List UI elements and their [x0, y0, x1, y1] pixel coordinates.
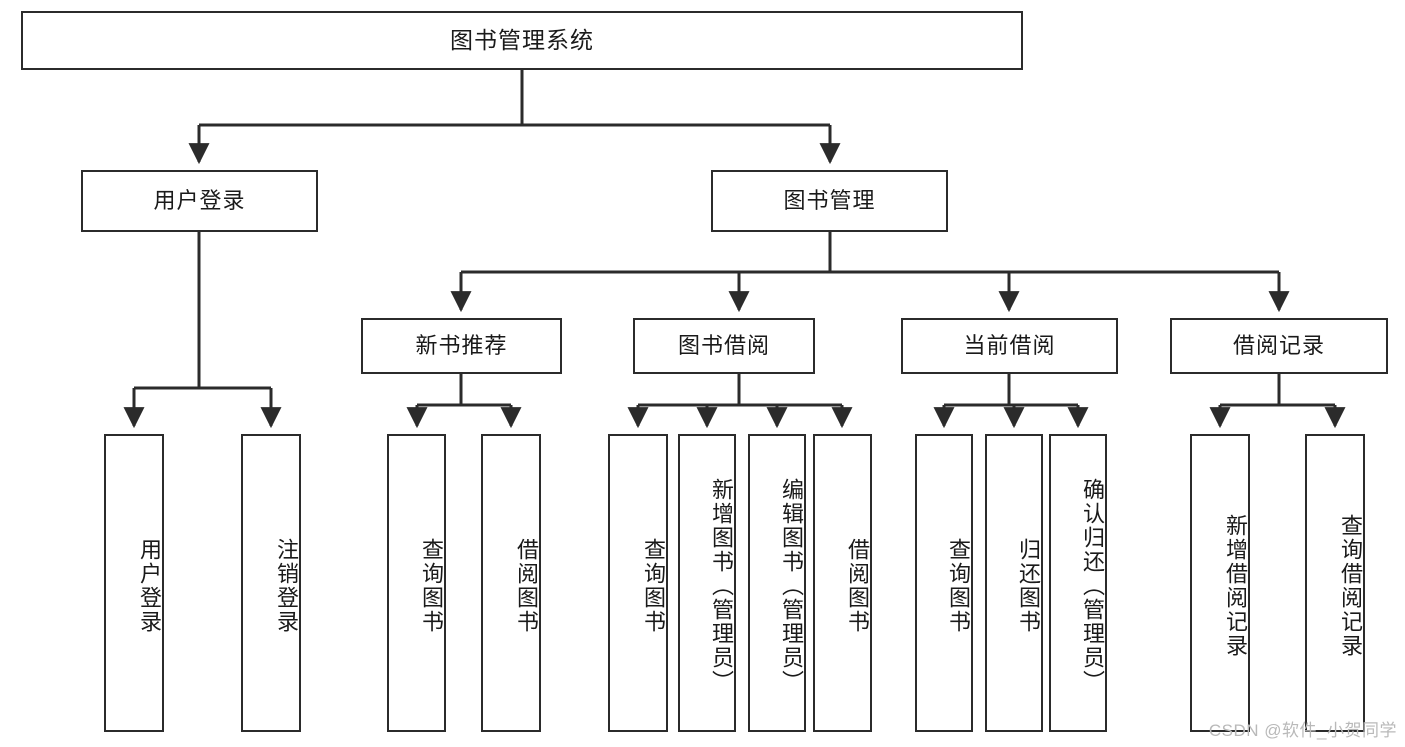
- node-book-borrow-label: 图书借阅: [677, 332, 770, 358]
- node-leaf-borrow-book-1[interactable]: 借阅图书: [481, 434, 541, 732]
- node-leaf-borrow-book-1-label: 借阅图书: [514, 538, 539, 634]
- node-book-manage-label: 图书管理: [783, 187, 876, 213]
- node-root-label: 图书管理系统: [450, 26, 594, 53]
- node-leaf-query-book-1-label: 查询图书: [419, 538, 444, 634]
- node-leaf-query-book-1[interactable]: 查询图书: [387, 434, 446, 732]
- node-leaf-query-record-label: 查询借阅记录: [1338, 514, 1363, 658]
- node-book-borrow[interactable]: 图书借阅: [633, 318, 815, 374]
- node-leaf-borrow-book-2[interactable]: 借阅图书: [813, 434, 872, 732]
- node-leaf-add-book-label: 新增图书（管理员）: [709, 478, 734, 694]
- node-leaf-user-login-label: 用户登录: [137, 538, 162, 634]
- node-user-login[interactable]: 用户登录: [81, 170, 318, 232]
- node-borrow-record-label: 借阅记录: [1232, 332, 1325, 358]
- node-leaf-user-login[interactable]: 用户登录: [104, 434, 164, 732]
- node-borrow-record[interactable]: 借阅记录: [1170, 318, 1388, 374]
- node-leaf-confirm-return-label: 确认归还（管理员）: [1080, 478, 1105, 694]
- node-leaf-query-book-2-label: 查询图书: [641, 538, 666, 634]
- watermark-text: CSDN @软件_小贺同学: [1208, 721, 1397, 740]
- node-current-borrow[interactable]: 当前借阅: [901, 318, 1118, 374]
- node-leaf-query-book-3[interactable]: 查询图书: [915, 434, 973, 732]
- node-book-manage[interactable]: 图书管理: [711, 170, 948, 232]
- node-leaf-return-book-label: 归还图书: [1016, 538, 1041, 634]
- node-new-book-recommend[interactable]: 新书推荐: [361, 318, 562, 374]
- node-leaf-add-book[interactable]: 新增图书（管理员）: [678, 434, 736, 732]
- node-leaf-add-record[interactable]: 新增借阅记录: [1190, 434, 1250, 732]
- node-new-book-recommend-label: 新书推荐: [415, 332, 508, 358]
- node-leaf-edit-book-label: 编辑图书（管理员）: [779, 478, 804, 694]
- node-leaf-borrow-book-2-label: 借阅图书: [845, 538, 870, 634]
- node-leaf-edit-book[interactable]: 编辑图书（管理员）: [748, 434, 806, 732]
- node-user-login-label: 用户登录: [153, 187, 246, 213]
- node-leaf-confirm-return[interactable]: 确认归还（管理员）: [1049, 434, 1107, 732]
- node-leaf-return-book[interactable]: 归还图书: [985, 434, 1043, 732]
- node-leaf-logout[interactable]: 注销登录: [241, 434, 301, 732]
- node-leaf-add-record-label: 新增借阅记录: [1223, 514, 1248, 658]
- node-current-borrow-label: 当前借阅: [963, 332, 1056, 358]
- node-leaf-query-book-2[interactable]: 查询图书: [608, 434, 668, 732]
- node-leaf-logout-label: 注销登录: [274, 538, 299, 634]
- node-leaf-query-book-3-label: 查询图书: [946, 538, 971, 634]
- node-root-system[interactable]: 图书管理系统: [21, 11, 1023, 70]
- node-leaf-query-record[interactable]: 查询借阅记录: [1305, 434, 1365, 732]
